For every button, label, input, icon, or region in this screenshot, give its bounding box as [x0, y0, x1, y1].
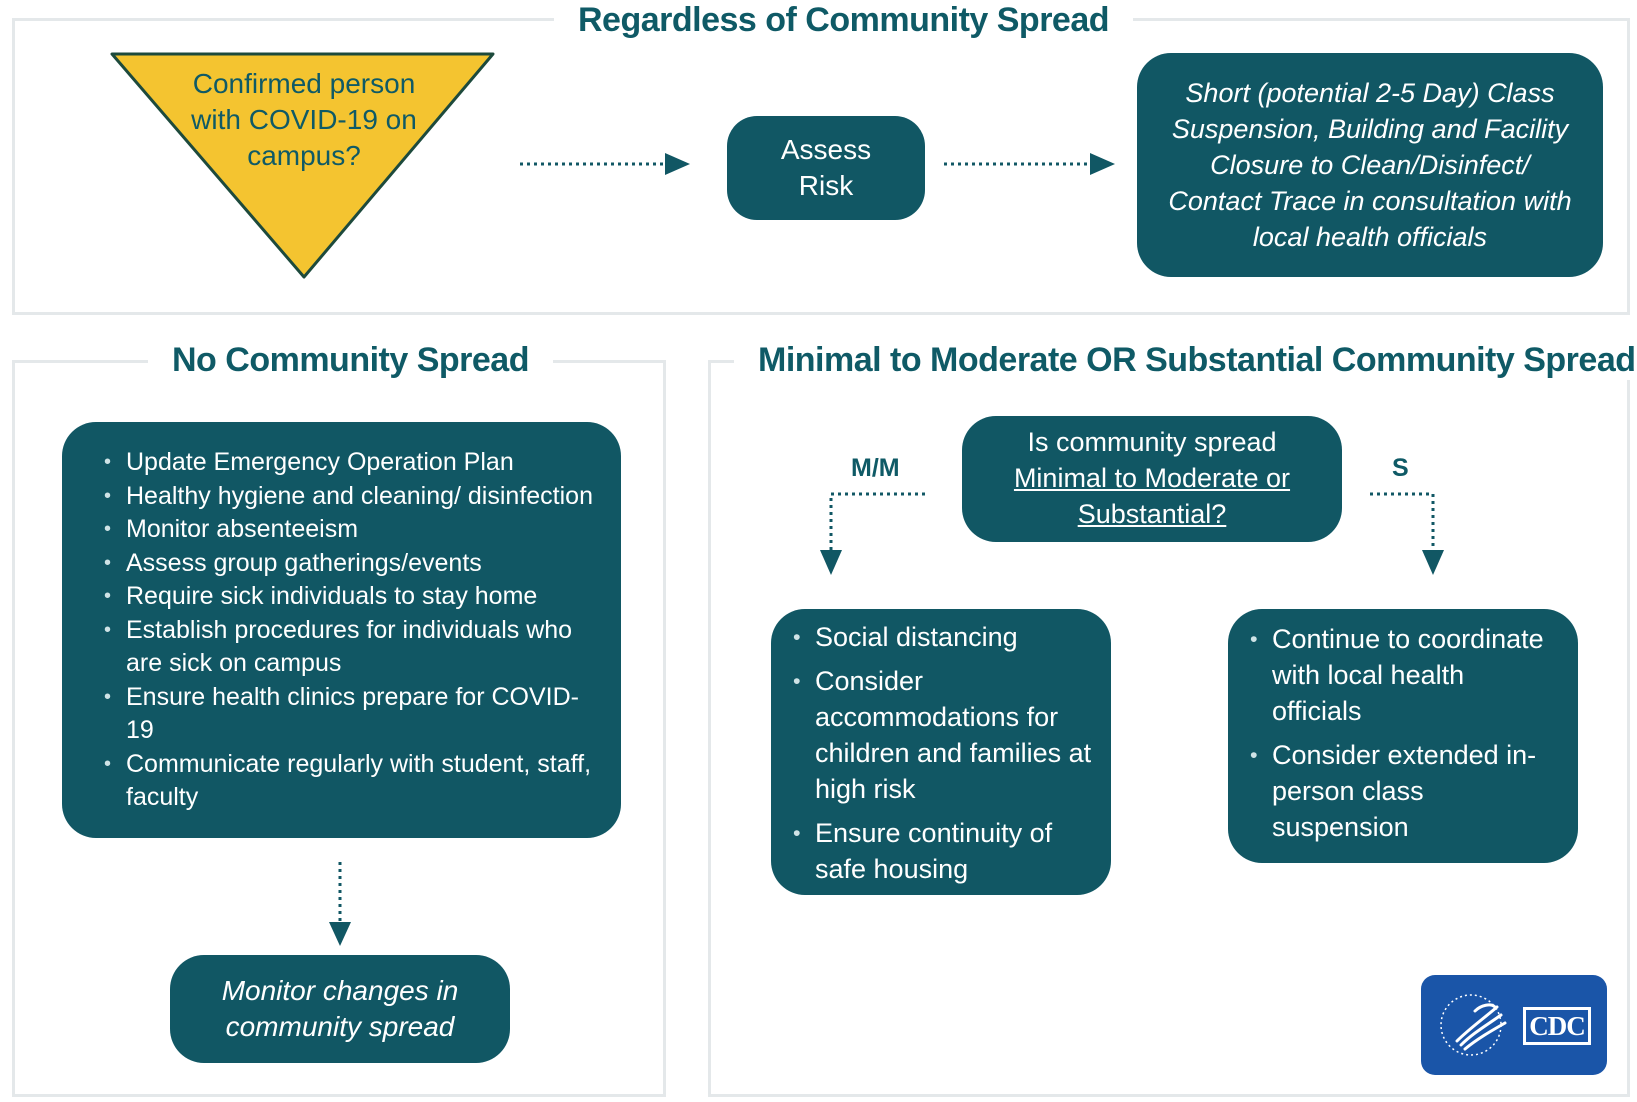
- list-item: Update Emergency Operation Plan: [102, 446, 605, 480]
- cdc-logo-text: CDC: [1523, 1007, 1591, 1045]
- triangle-text: Confirmed person with COVID-19 on campus…: [191, 68, 417, 171]
- arrow-to-mm: [829, 492, 925, 550]
- mm-actions-list: Social distancing Consider accommodation…: [791, 619, 1101, 887]
- assess-risk-text: Assess Risk: [780, 134, 872, 201]
- list-item: Consider extended in-person class suspen…: [1248, 737, 1558, 845]
- right-panel-title: Minimal to Moderate OR Substantial Commu…: [734, 340, 1637, 380]
- decision-triangle: [110, 52, 495, 279]
- cdc-logo: CDC: [1421, 975, 1607, 1075]
- list-item: Social distancing: [791, 619, 1101, 655]
- s-actions-box: Continue to coordinate with local health…: [1228, 609, 1578, 863]
- top-panel-title: Regardless of Community Spread: [554, 0, 1134, 40]
- label-mm: M/M: [851, 454, 900, 482]
- s-actions-list: Continue to coordinate with local health…: [1248, 621, 1558, 845]
- list-item: Assess group gatherings/events: [102, 547, 605, 581]
- list-item: Consider accommodations for children and…: [791, 663, 1101, 807]
- arrow-to-s: [1370, 492, 1435, 550]
- monitor-changes-box: Monitor changes in community spread: [170, 955, 510, 1063]
- label-s: S: [1392, 454, 1409, 482]
- list-item: Require sick individuals to stay home: [102, 580, 605, 614]
- mm-actions-box: Social distancing Consider accommodation…: [771, 609, 1111, 895]
- assess-risk-box: Assess Risk: [727, 116, 925, 220]
- suspension-box: Short (potential 2-5 Day) Class Suspensi…: [1137, 53, 1603, 277]
- no-spread-actions-list: Update Emergency Operation Plan Healthy …: [102, 446, 605, 815]
- list-item: Establish procedures for individuals who…: [102, 614, 605, 681]
- left-panel-title: No Community Spread: [148, 340, 553, 380]
- list-item: Monitor absenteeism: [102, 513, 605, 547]
- question-prefix: Is community spread: [1027, 427, 1277, 457]
- list-item: Continue to coordinate with local health…: [1248, 621, 1558, 729]
- spread-question-box: Is community spread Minimal to Moderate …: [962, 416, 1342, 542]
- suspension-text: Short (potential 2-5 Day) Class Suspensi…: [1168, 78, 1572, 252]
- list-item: Communicate regularly with student, staf…: [102, 748, 605, 815]
- hhs-seal-icon: [1440, 994, 1507, 1056]
- list-item: Ensure continuity of safe housing: [791, 815, 1101, 887]
- no-spread-actions-box: Update Emergency Operation Plan Healthy …: [62, 422, 621, 838]
- question-underlined: Minimal to Moderate or Substantial?: [1013, 463, 1291, 529]
- list-item: Healthy hygiene and cleaning/ disinfecti…: [102, 480, 605, 514]
- list-item: Ensure health clinics prepare for COVID-…: [102, 681, 605, 748]
- monitor-changes-text: Monitor changes in community spread: [221, 975, 459, 1042]
